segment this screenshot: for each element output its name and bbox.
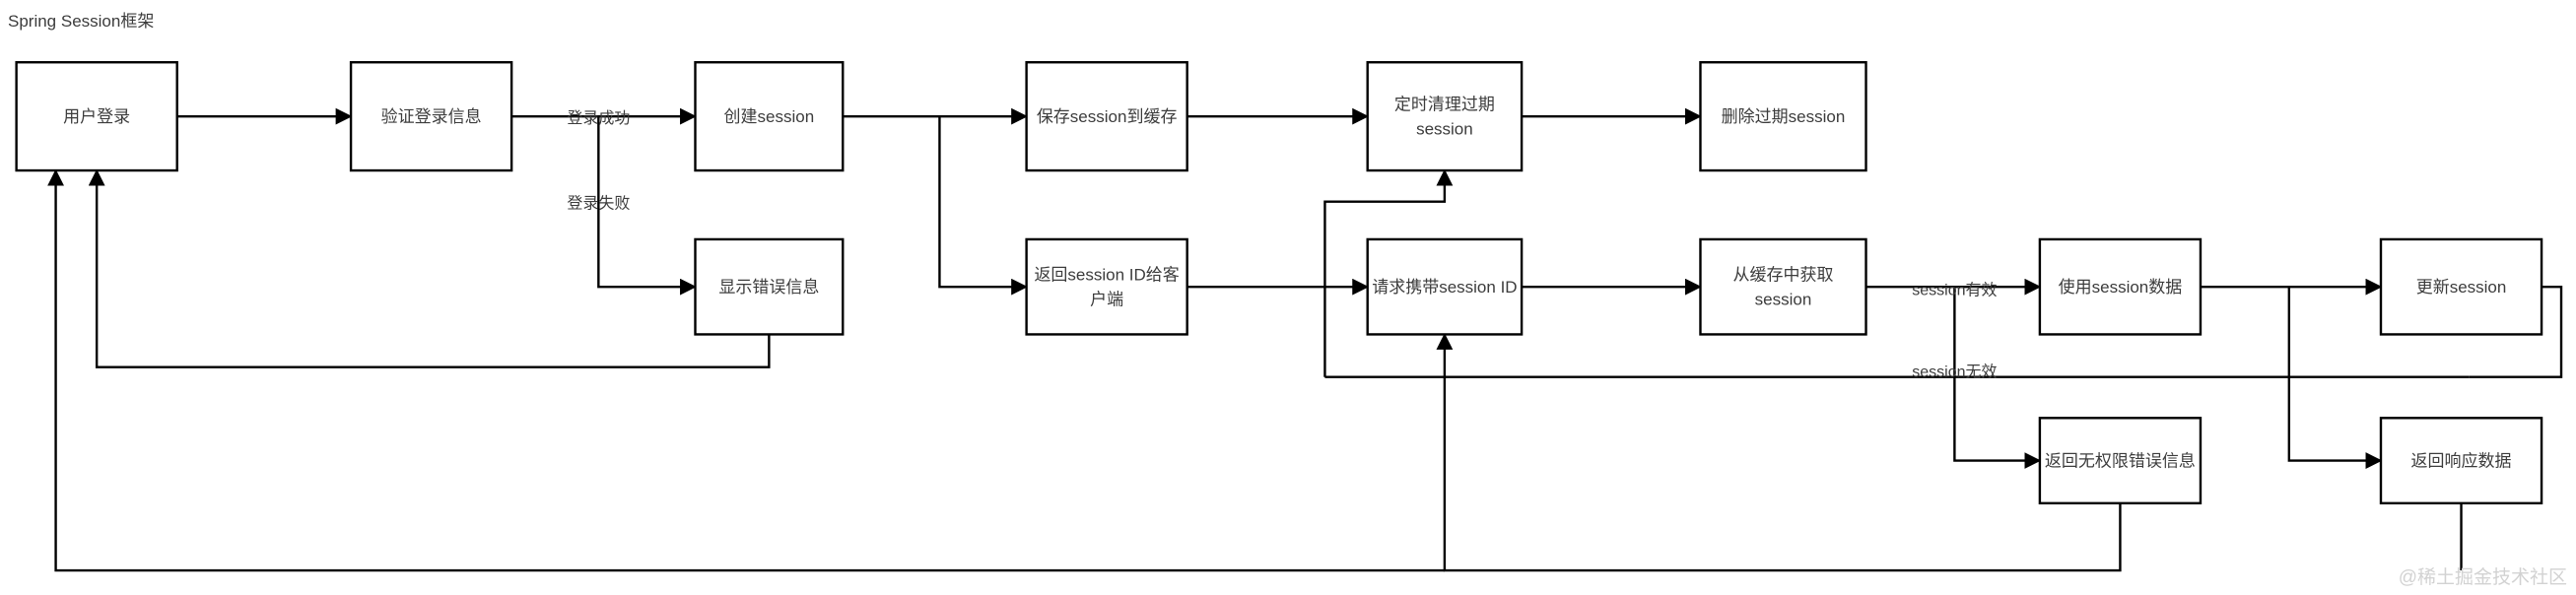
flow-node[interactable]: 更新session bbox=[2379, 237, 2543, 336]
node-box[interactable] bbox=[694, 61, 845, 172]
node-label: 返回无权限错误信息 bbox=[2045, 452, 2196, 471]
flow-node[interactable]: 使用session数据 bbox=[2038, 237, 2203, 336]
edges-layer bbox=[47, 107, 2563, 572]
flow-edge bbox=[1436, 333, 2122, 572]
node-box[interactable] bbox=[2038, 417, 2203, 505]
flow-node[interactable]: 用户登录 bbox=[15, 61, 178, 172]
node-label: 返回session ID给客 bbox=[1034, 266, 1179, 285]
node-box[interactable] bbox=[15, 61, 178, 172]
node-box[interactable] bbox=[1366, 237, 1524, 336]
edge-label: 登录失败 bbox=[567, 194, 630, 212]
node-label: 用户登录 bbox=[63, 107, 130, 126]
node-box[interactable] bbox=[2038, 237, 2203, 336]
flow-node[interactable]: 删除过期session bbox=[1699, 61, 1867, 172]
flow-node[interactable]: 返回响应数据 bbox=[2379, 417, 2543, 505]
node-box[interactable] bbox=[1699, 237, 1867, 336]
flow-edge bbox=[597, 116, 697, 296]
node-label: 户端 bbox=[1090, 291, 1123, 309]
flow-edge bbox=[938, 116, 1028, 296]
node-label: 验证登录信息 bbox=[381, 107, 482, 126]
node-box[interactable] bbox=[2379, 237, 2543, 336]
nodes-layer: 用户登录 验证登录信息 创建session 保存session到缓存 定时清理过期 ses… bbox=[15, 61, 2543, 505]
node-label: 删除过期session bbox=[1722, 107, 1846, 126]
flow-node[interactable]: 创建session bbox=[694, 61, 845, 172]
node-label: session bbox=[1755, 291, 1812, 309]
flow-node[interactable]: 保存session到缓存 bbox=[1025, 61, 1188, 172]
flow-edge bbox=[1323, 168, 1454, 377]
flow-edge bbox=[88, 168, 771, 368]
flow-node[interactable]: 从缓存中获取 session bbox=[1699, 237, 1867, 336]
edge-label: session有效 bbox=[1912, 282, 1997, 299]
node-label: 保存session到缓存 bbox=[1037, 107, 1178, 126]
node-label: 显示错误信息 bbox=[718, 278, 819, 297]
node-label: 返回响应数据 bbox=[2411, 452, 2512, 471]
flow-node[interactable]: 定时清理过期 session bbox=[1366, 61, 1524, 172]
node-box[interactable] bbox=[1699, 61, 1867, 172]
node-label: 更新session bbox=[2416, 278, 2507, 297]
flow-node[interactable]: 请求携带session ID bbox=[1366, 237, 1524, 336]
flow-edge bbox=[2469, 285, 2563, 378]
node-box[interactable] bbox=[2379, 417, 2543, 505]
node-label: 请求携带session ID bbox=[1372, 278, 1517, 297]
flow-edge bbox=[1953, 376, 2042, 469]
node-label: 使用session数据 bbox=[2059, 277, 2183, 297]
edge-label: session无效 bbox=[1912, 364, 1997, 381]
node-label: 定时清理过期 bbox=[1394, 96, 1495, 114]
diagram-title: Spring Session框架 bbox=[8, 12, 154, 31]
flow-node[interactable]: 返回无权限错误信息 bbox=[2038, 417, 2203, 505]
node-label: 从缓存中获取 bbox=[1733, 266, 1834, 285]
flow-node[interactable]: 显示错误信息 bbox=[694, 237, 845, 336]
flow-edge bbox=[2287, 287, 2383, 469]
node-label: 创建session bbox=[724, 107, 815, 126]
watermark: @稀土掘金技术社区 bbox=[2399, 566, 2567, 588]
flow-node[interactable]: 验证登录信息 bbox=[349, 61, 513, 172]
node-box[interactable] bbox=[349, 61, 513, 172]
flow-edge bbox=[47, 168, 1445, 572]
node-box[interactable] bbox=[1366, 61, 1524, 172]
node-box[interactable] bbox=[1025, 61, 1188, 172]
node-label: session bbox=[1416, 120, 1473, 139]
edge-label: 登录成功 bbox=[567, 109, 630, 127]
node-box[interactable] bbox=[1025, 237, 1188, 336]
node-box[interactable] bbox=[694, 237, 845, 336]
